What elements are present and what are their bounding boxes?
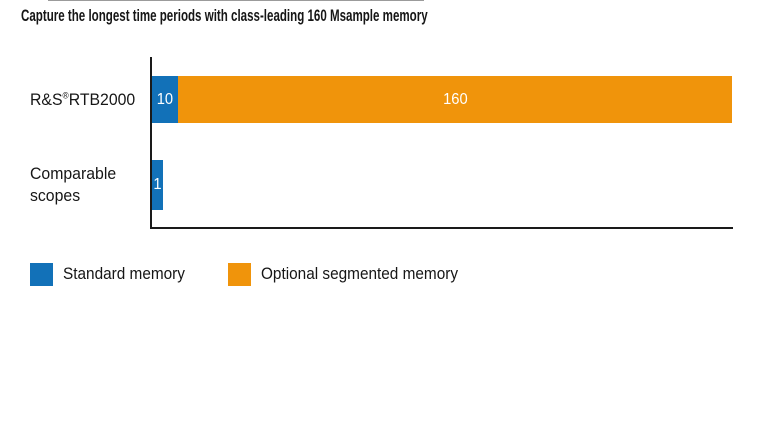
legend-label-standard-memory: Standard memory [63, 265, 185, 283]
legend-swatch-standard-memory [30, 263, 53, 286]
x-axis-line [150, 227, 733, 229]
bar-comparable-standard: 1 [152, 160, 163, 210]
legend-item-standard-memory: Standard memory [30, 263, 194, 286]
category-label-comparable-scopes: Comparable scopes [30, 160, 116, 210]
bar-value-rtb2000-segmented: 160 [442, 90, 468, 108]
chart-legend: Standard memory Optional segmented memor… [30, 263, 473, 286]
category-label-comparable-line1: Comparable [30, 164, 117, 183]
y-axis-line [150, 57, 152, 229]
legend-item-segmented-memory: Optional segmented memory [228, 263, 473, 286]
legend-label-segmented-memory: Optional segmented memory [261, 265, 459, 283]
category-label-rtb2000: R&S®RTB2000 [30, 76, 135, 123]
legend-swatch-segmented-memory [228, 263, 252, 286]
top-crop-hairline [48, 0, 424, 1]
chart-title: Capture the longest time periods with cl… [21, 6, 428, 25]
category-label-rtb2000-text: R&S®RTB2000 [30, 89, 136, 109]
bar-value-rtb2000-standard: 10 [156, 90, 174, 108]
bar-chart: R&S®RTB2000 10 160 Comparable scopes 1 [30, 57, 733, 229]
category-label-comparable-line2: scopes [30, 186, 81, 205]
bar-value-comparable-standard: 1 [153, 176, 162, 193]
bar-rtb2000-standard: 10 [152, 76, 178, 123]
bar-rtb2000-segmented: 160 [178, 76, 732, 123]
